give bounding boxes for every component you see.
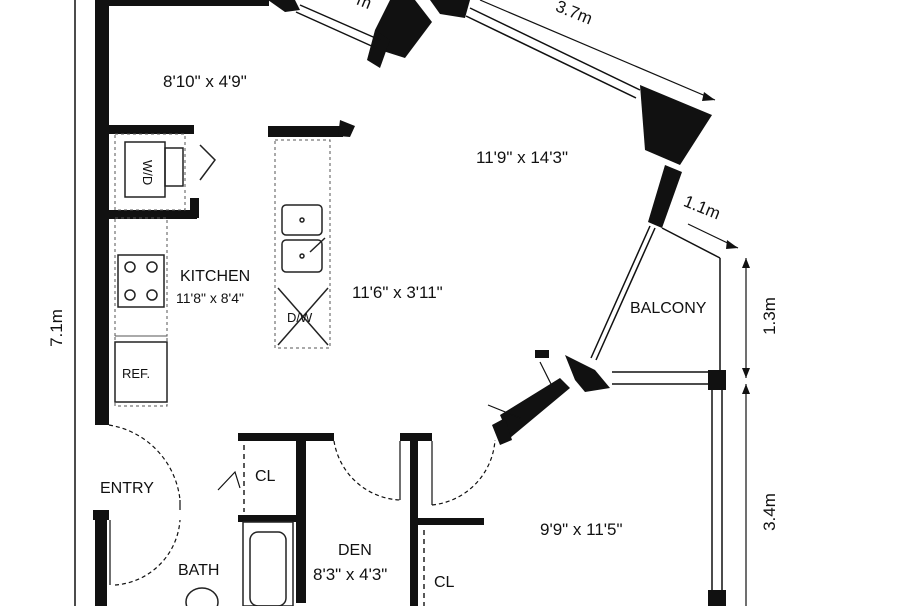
den-name-label: DEN [338,542,372,559]
dishwasher-label: D/W [287,310,313,325]
kitchen-name-label: KITCHEN [180,268,251,285]
bedroom-wall-dimension: 3.4m [759,493,779,531]
balcony-depth-dimension: 1.3m [759,297,779,335]
bedroom-size-label: 9'9" x 11'5" [540,520,623,539]
dining-size-label: 8'10" x 4'9" [163,72,247,91]
refrigerator-label: REF. [122,366,151,381]
walls [93,0,726,606]
kitchen-size-label: 11'8" x 8'4" [176,290,244,306]
closet2-label: CL [434,574,455,591]
left-height-dimension: 7.1m [46,309,66,347]
entry-label: ENTRY [100,480,154,497]
bath-label: BATH [178,562,220,579]
washer-dryer-label: W/D [140,160,155,186]
den-size-label: 8'3" x 4'3" [313,565,388,584]
balcony-label: BALCONY [630,300,707,317]
appliance-outlines [114,141,425,606]
hall-size-label: 11'6" x 3'11" [352,283,443,302]
living-size-label: 11'9" x 14'3" [476,148,568,167]
door-swings [108,361,556,586]
dimension-arrows [702,92,750,394]
closet-label: CL [255,468,276,485]
windows [74,0,747,606]
